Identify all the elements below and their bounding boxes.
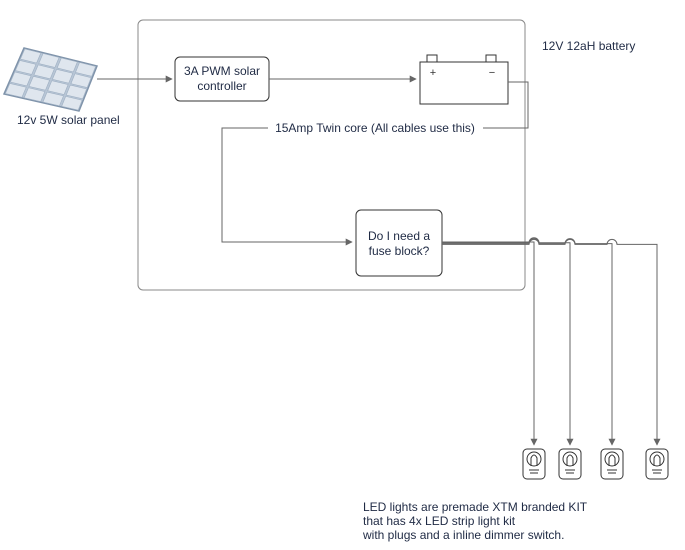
solar-cell <box>9 71 32 87</box>
solar-cell <box>42 91 64 107</box>
lamp-wires <box>442 237 661 446</box>
note-line: that has 4x LED strip light kit <box>363 514 516 528</box>
battery-plus-label: + <box>430 67 436 79</box>
lamp-feed-wire <box>442 237 574 446</box>
wire-battery-out <box>483 81 529 129</box>
fuse-label-line2: fuse block? <box>369 244 430 258</box>
solar-cell <box>28 75 51 91</box>
solar-cell <box>23 87 46 102</box>
battery-label: 12V 12aH battery <box>542 39 635 53</box>
battery-minus-label: − <box>489 67 495 79</box>
battery-icon <box>419 54 509 105</box>
solar-cell <box>38 53 60 68</box>
solar-panel-icon <box>2 47 99 112</box>
enclosure-frame <box>137 19 526 291</box>
solar-cell <box>5 83 27 98</box>
controller-label-line2: controller <box>197 79 246 93</box>
light-bulb-icon <box>522 448 546 480</box>
solar-cell <box>14 60 37 75</box>
solar-cell <box>51 68 74 84</box>
solar-cell <box>70 73 92 88</box>
solar-cell <box>56 57 78 73</box>
lamp-feed-wire <box>442 238 616 446</box>
lamps <box>522 448 669 480</box>
wire-cable-to-fuse <box>221 127 353 246</box>
lamp-feed-wire <box>442 238 661 446</box>
controller-label-line1: 3A PWM solar <box>184 64 260 78</box>
light-bulb-icon <box>600 448 624 480</box>
led-kit-note: LED lights are premade XTM branded KIT t… <box>363 500 663 542</box>
solar-cell <box>33 64 55 80</box>
solar-cell <box>19 48 42 64</box>
lamp-feed-wire <box>442 241 538 446</box>
solar-cell <box>47 80 69 95</box>
solar-cell <box>61 96 83 111</box>
light-bulb-icon <box>645 448 669 480</box>
solar-cell <box>75 62 97 77</box>
cable-label: 15Amp Twin core (All cables use this) <box>275 121 475 135</box>
note-line: with plugs and a inline dimmer switch. <box>363 528 565 542</box>
fuse-block-box <box>355 209 443 277</box>
solar-panel-label: 12v 5W solar panel <box>17 113 120 127</box>
note-line: LED lights are premade XTM branded KIT <box>363 500 588 514</box>
solar-cell <box>65 84 88 100</box>
light-bulb-icon <box>558 448 582 480</box>
fuse-label-line1: Do I need a <box>368 229 430 243</box>
